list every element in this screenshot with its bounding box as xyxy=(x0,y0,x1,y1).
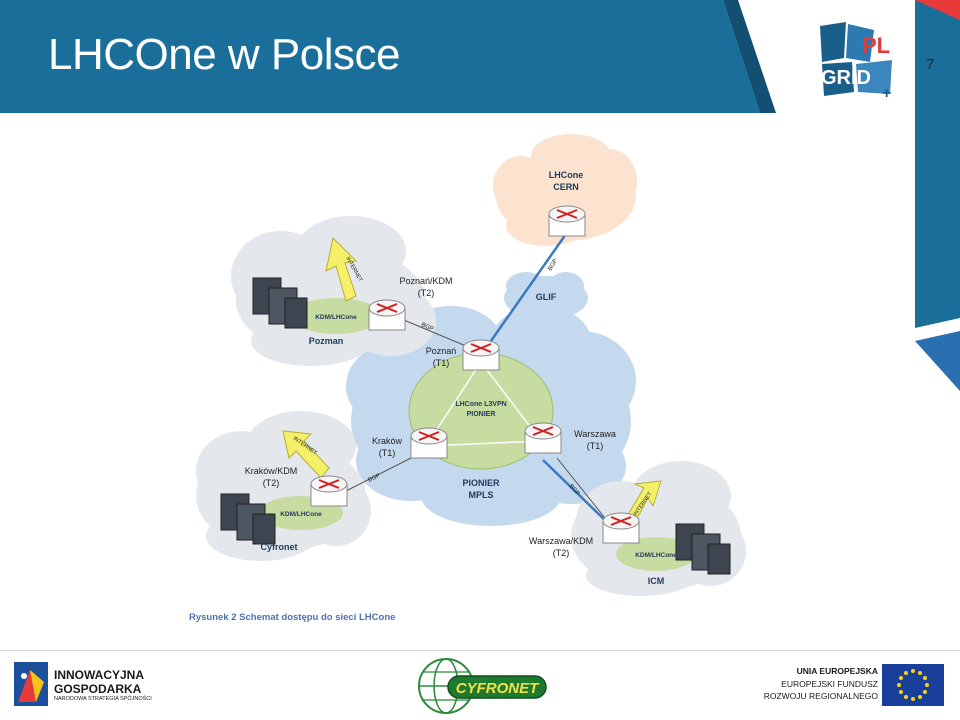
bgp-label-krakow: BGP xyxy=(367,473,381,484)
link-krakow-kdm-bgp xyxy=(345,457,412,492)
link-cern-poznan xyxy=(484,233,568,349)
footer-divider xyxy=(0,650,960,651)
bgp-label-cern: BGP xyxy=(548,258,560,272)
eu-fund-block: UNIA EUROPEJSKA EUROPEJSKI FUNDUSZ ROZWO… xyxy=(760,664,950,710)
server-rack-warszawa xyxy=(675,523,731,575)
internet-arrow-poznan xyxy=(325,236,358,302)
cyfronet-logo: CYFRONET xyxy=(418,654,548,716)
router-cern xyxy=(548,205,586,237)
poznan-kdm-label-line1: Poznań/KDM xyxy=(399,276,452,286)
poznan-t1-label-line2: (T1) xyxy=(433,358,450,368)
core-label-line1: LHCone L3VPN xyxy=(455,401,506,408)
router-krakow-t1 xyxy=(410,427,448,459)
link-warszawa-kdm xyxy=(542,459,612,527)
krakow-kdm-label-line1: Kraków/KDM xyxy=(245,466,298,476)
poznan-t1-label-line1: Poznań xyxy=(426,346,457,356)
innowacyjna-gospodarka-logo: INNOWACYJNA GOSPODARKA NARODOWA STRATEGI… xyxy=(14,662,154,710)
network-diagram: LHCone CERN GLIF LHCone L3VPN PIONIER PI… xyxy=(121,126,804,632)
krakow-t1-label-line2: (T1) xyxy=(379,448,396,458)
cern-label-line1: LHCone xyxy=(549,170,584,180)
krakow-site-label: Cyfronet xyxy=(260,542,297,552)
krakow-t1-label-line1: Kraków xyxy=(372,436,403,446)
logo-grid-text: GRID xyxy=(821,67,871,89)
poznan-kdm-ellipse xyxy=(291,298,381,334)
eu-line3: ROZWOJU REGIONALNEGO xyxy=(763,691,878,701)
krakow-ellipse-label: KDM/LHCone xyxy=(280,511,322,518)
right-side-decoration xyxy=(915,113,960,720)
server-rack-poznan xyxy=(252,277,308,329)
cern-label-line2: CERN xyxy=(553,182,579,192)
internet-arrow-krakow xyxy=(282,430,330,479)
poznan-kdm-label-line2: (T2) xyxy=(418,288,435,298)
eu-line1: UNIA EUROPEJSKA xyxy=(796,666,878,676)
router-krakow-kdm xyxy=(310,475,348,507)
links xyxy=(484,233,612,527)
plgrid-logo: PL GRID + xyxy=(818,22,898,102)
warszawa-ellipse-label: KDM/LHCone xyxy=(635,552,677,559)
diagram-caption: Rysunek 2 Schemat dostępu do sieci LHCon… xyxy=(189,612,395,623)
cyfronet-text: CYFRONET xyxy=(456,680,540,697)
router-warszawa-kdm xyxy=(602,512,640,544)
innowacyjna-line3: NARODOWA STRATEGIA SPÓJNOŚCI xyxy=(54,696,152,702)
poznan-site-label: Pozman xyxy=(309,336,344,346)
innowacyjna-line2: GOSPODARKA xyxy=(54,682,142,696)
bgp-links xyxy=(345,317,606,519)
bgp-label-poznan: BGP xyxy=(420,322,434,332)
page-title: LHCOne w Polsce xyxy=(48,30,400,79)
warszawa-t1-label-line2: (T1) xyxy=(587,441,604,451)
eu-line2: EUROPEJSKI FUNDUSZ xyxy=(781,679,878,689)
glif-cloud xyxy=(504,272,588,320)
page-number: 7 xyxy=(926,56,935,73)
warszawa-site-label: ICM xyxy=(648,576,665,586)
glif-label: GLIF xyxy=(536,292,557,302)
router-warszawa-t1 xyxy=(524,422,562,454)
mpls-label-line1: PIONIER xyxy=(462,478,500,488)
server-rack-krakow xyxy=(220,493,276,545)
eu-flag-icon xyxy=(882,664,944,706)
link-poznan-kdm-bgp xyxy=(398,317,467,347)
logo-plus-text: + xyxy=(882,85,891,100)
warszawa-kdm-label-line1: Warszawa/KDM xyxy=(529,536,593,546)
logo-pl-text: PL xyxy=(862,33,890,58)
link-warszawa-bgp xyxy=(556,457,606,519)
mpls-label-line2: MPLS xyxy=(468,490,493,500)
poznan-ellipse-label: KDM/LHCone xyxy=(315,314,357,321)
warszawa-kdm-label-line2: (T2) xyxy=(553,548,570,558)
router-poznan-kdm xyxy=(368,299,406,331)
warszawa-t1-label-line1: Warszawa xyxy=(574,429,616,439)
innowacyjna-line1: INNOWACYJNA xyxy=(54,668,145,682)
router-poznan-t1 xyxy=(462,339,500,371)
krakow-kdm-label-line2: (T2) xyxy=(263,478,280,488)
core-label-line2: PIONIER xyxy=(467,411,496,418)
